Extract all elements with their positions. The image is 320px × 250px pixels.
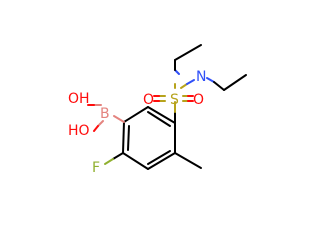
nitrogen-label: N (196, 69, 206, 85)
bond-nitrogen-ethyl-2 (213, 81, 225, 91)
sulfur-label: S (170, 92, 179, 108)
bond-ring-6 (147, 106, 176, 124)
bond-ring-boron (113, 115, 125, 123)
oxygen-right-label: O (193, 92, 204, 108)
bond-ring-4 (147, 152, 176, 170)
bond-boron-oh-bottom (97, 120, 104, 127)
fluorine-label: F (92, 160, 100, 176)
bond-sulfur-nitrogen (180, 83, 188, 89)
bond-ring-fluorine-f (104, 158, 114, 165)
boron-label: B (100, 106, 110, 122)
bond-ring-methyl (174, 152, 202, 169)
oxygen-left-label: O (143, 92, 154, 108)
molecule-diagram: OH HO B F S O O N (68, 44, 247, 176)
bond-ring-1 (123, 106, 149, 123)
bond-ring-fluorine (112, 152, 124, 160)
hydroxyl-bottom-label: HO (68, 123, 90, 139)
bond-ethyl-2 (223, 74, 247, 91)
hydroxyl-top-label: OH (68, 91, 90, 107)
bond-ring-4-double (147, 150, 171, 165)
bond-ring-6-double (147, 111, 171, 127)
bond-nitrogen-ethyl-2-n (206, 77, 215, 83)
bond-ethyl-1 (174, 44, 202, 61)
bond-sulfur-nitrogen-n (186, 79, 195, 85)
bond-boron-oh-bottom-o (93, 125, 99, 132)
bond-ring-2-double (127, 125, 130, 151)
bond-ring-2 (122, 121, 125, 154)
bond-ring-3 (122, 152, 149, 170)
